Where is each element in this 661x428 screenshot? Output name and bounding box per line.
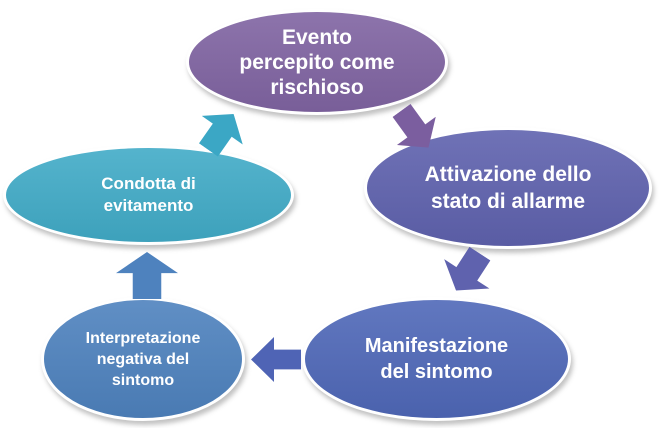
node-manifestazione-sintomo: Manifestazione del sintomo (302, 297, 571, 421)
node-evento-percepito-come-rischioso: Evento percepito come rischioso (186, 9, 448, 115)
node-label-line: del sintomo (380, 361, 493, 383)
arrow-down-left-icon (433, 239, 502, 305)
node-label-line: Condotta di (101, 174, 196, 193)
node-label-line: evitamento (103, 196, 194, 215)
node-label-line: sintomo (111, 371, 175, 389)
node-label-line: rischioso (270, 75, 364, 99)
node-condotta-evitamento: Condotta di evitamento (3, 145, 294, 245)
node-label-line: negativa del (96, 350, 190, 368)
node-label-line: percepito come (239, 50, 395, 74)
arrow-left-icon (251, 337, 301, 382)
node-label-line: Manifestazione (364, 335, 509, 357)
node-interpretazione-negativa-sintomo: Interpretazione negativa del sintomo (41, 297, 245, 421)
node-label-line: stato di allarme (430, 190, 586, 213)
arrow-up-icon (116, 252, 178, 299)
node-label-line: Interpretazione (85, 329, 201, 347)
node-label-line: Evento (281, 25, 352, 49)
node-attivazione-stato-allarme: Attivazione dello stato di allarme (364, 127, 652, 249)
node-label-line: Attivazione dello (424, 163, 592, 186)
